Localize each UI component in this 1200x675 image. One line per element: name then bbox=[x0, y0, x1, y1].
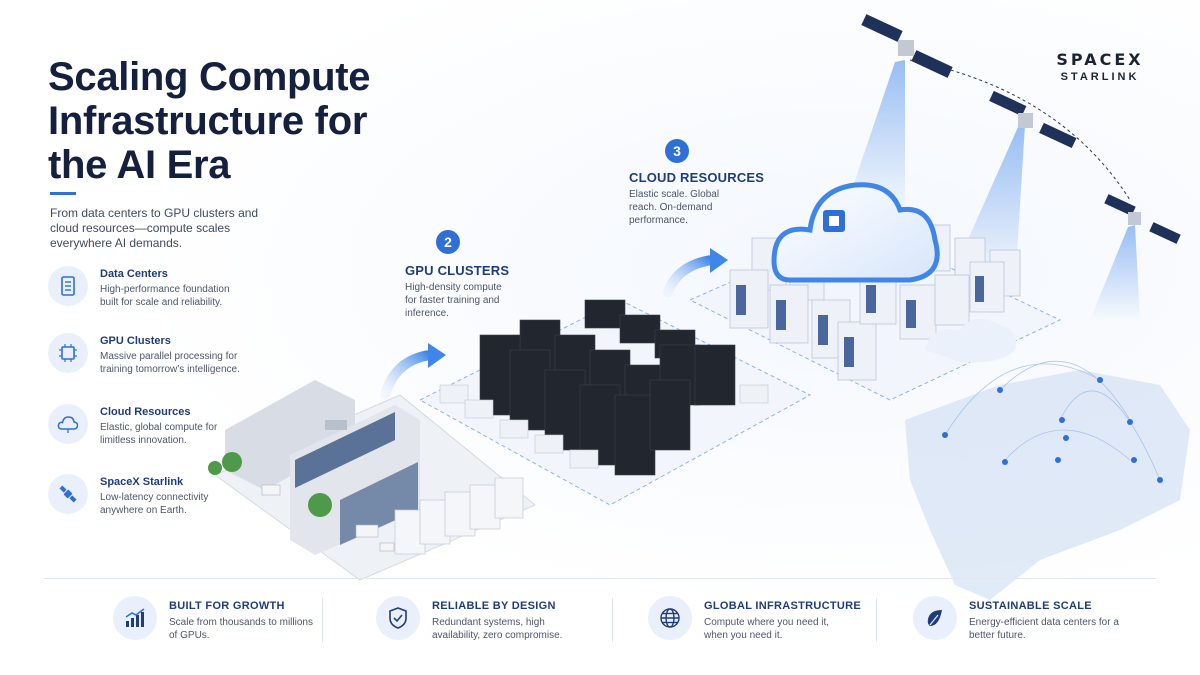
feature-gpu-clusters: GPU Clusters Massive parallel processing… bbox=[48, 333, 288, 385]
step-2-title: GPU CLUSTERS bbox=[405, 263, 510, 278]
benefit-title: BUILT FOR GROWTH bbox=[169, 600, 285, 612]
feature-cloud-resources: Cloud Resources Elastic, global compute … bbox=[48, 404, 288, 456]
feature-title: Data Centers bbox=[100, 268, 168, 280]
brand-spacex: SPACEX bbox=[1056, 50, 1144, 69]
flow-arrowhead-1 bbox=[428, 343, 446, 368]
step-3-desc: Elastic scale. Global reach. On-demand p… bbox=[629, 189, 720, 226]
bottom-divider bbox=[44, 578, 1156, 579]
feature-desc: Elastic, global compute for limitless in… bbox=[100, 422, 218, 446]
step-2-badge: 2 bbox=[436, 230, 460, 254]
satellite-1 bbox=[861, 14, 953, 78]
benefit-desc: Redundant systems, high availability, ze… bbox=[432, 617, 563, 641]
step-3-title: CLOUD RESOURCES bbox=[629, 170, 765, 185]
shield-check-icon bbox=[376, 596, 420, 640]
benefit-desc: Compute where you need it, when you need… bbox=[704, 617, 830, 641]
page-title: Scaling Compute Infrastructure for the A… bbox=[48, 55, 371, 187]
step-2-desc: High-density compute for faster training… bbox=[405, 282, 502, 319]
chip-icon bbox=[48, 333, 88, 373]
benefit-desc: Scale from thousands to millions of GPUs… bbox=[169, 617, 313, 641]
spacex-starlink-logo: SPACEX STARLINK bbox=[1040, 50, 1160, 83]
cloud-puff bbox=[925, 318, 1016, 363]
trees bbox=[208, 452, 332, 517]
feature-title: SpaceX Starlink bbox=[100, 476, 184, 488]
separator bbox=[322, 598, 323, 642]
feature-desc: High-performance foundation built for sc… bbox=[100, 284, 230, 308]
flow-arrowhead-2 bbox=[710, 248, 728, 273]
beam-1 bbox=[845, 60, 905, 215]
brand-starlink: STARLINK bbox=[1060, 71, 1140, 83]
intro-text: From data centers to GPU clusters and cl… bbox=[50, 206, 259, 250]
title-underline bbox=[50, 192, 76, 195]
satellite-icon bbox=[48, 474, 88, 514]
benefit-growth: BUILT FOR GROWTH Scale from thousands to… bbox=[113, 596, 373, 652]
feature-title: GPU Clusters bbox=[100, 335, 171, 347]
separator bbox=[612, 598, 613, 642]
datacenter-building bbox=[225, 380, 420, 555]
server-icon bbox=[48, 266, 88, 306]
flow-arrow-2 bbox=[663, 255, 717, 297]
satellite-2 bbox=[989, 90, 1077, 149]
feature-desc: Low-latency connectivity anywhere on Ear… bbox=[100, 492, 209, 516]
globe-icon bbox=[648, 596, 692, 640]
cloud-icon bbox=[48, 404, 88, 444]
cloud-shape bbox=[771, 182, 940, 283]
datacenter-generators bbox=[394, 477, 524, 555]
feature-desc: Massive parallel processing for training… bbox=[100, 351, 240, 375]
benefit-title: RELIABLE BY DESIGN bbox=[432, 600, 556, 612]
world-map bbox=[905, 370, 1190, 600]
benefit-title: SUSTAINABLE SCALE bbox=[969, 600, 1092, 612]
flow-arrow-1 bbox=[380, 350, 435, 400]
leaf-icon bbox=[913, 596, 957, 640]
gpu-cooling-units bbox=[439, 384, 769, 469]
separator bbox=[876, 598, 877, 642]
benefit-global: GLOBAL INFRASTRUCTURE Compute where you … bbox=[648, 596, 908, 652]
gpu-racks bbox=[479, 299, 736, 476]
growth-chart-icon bbox=[113, 596, 157, 640]
network-nodes bbox=[942, 377, 1163, 483]
benefit-title: GLOBAL INFRASTRUCTURE bbox=[704, 600, 862, 612]
network-links bbox=[944, 360, 1161, 481]
benefit-reliable: RELIABLE BY DESIGN Redundant systems, hi… bbox=[376, 596, 636, 652]
benefit-desc: Energy-efficient data centers for a bett… bbox=[969, 617, 1119, 641]
feature-starlink: SpaceX Starlink Low-latency connectivity… bbox=[48, 474, 288, 526]
step-3-badge: 3 bbox=[665, 139, 689, 163]
vehicles bbox=[261, 484, 395, 552]
beam-3 bbox=[1090, 225, 1140, 320]
feature-title: Cloud Resources bbox=[100, 406, 191, 418]
benefit-sustainable: SUSTAINABLE SCALE Energy-efficient data … bbox=[913, 596, 1173, 652]
feature-data-centers: Data Centers High-performance foundation… bbox=[48, 266, 288, 318]
satellite-3 bbox=[1104, 194, 1181, 244]
